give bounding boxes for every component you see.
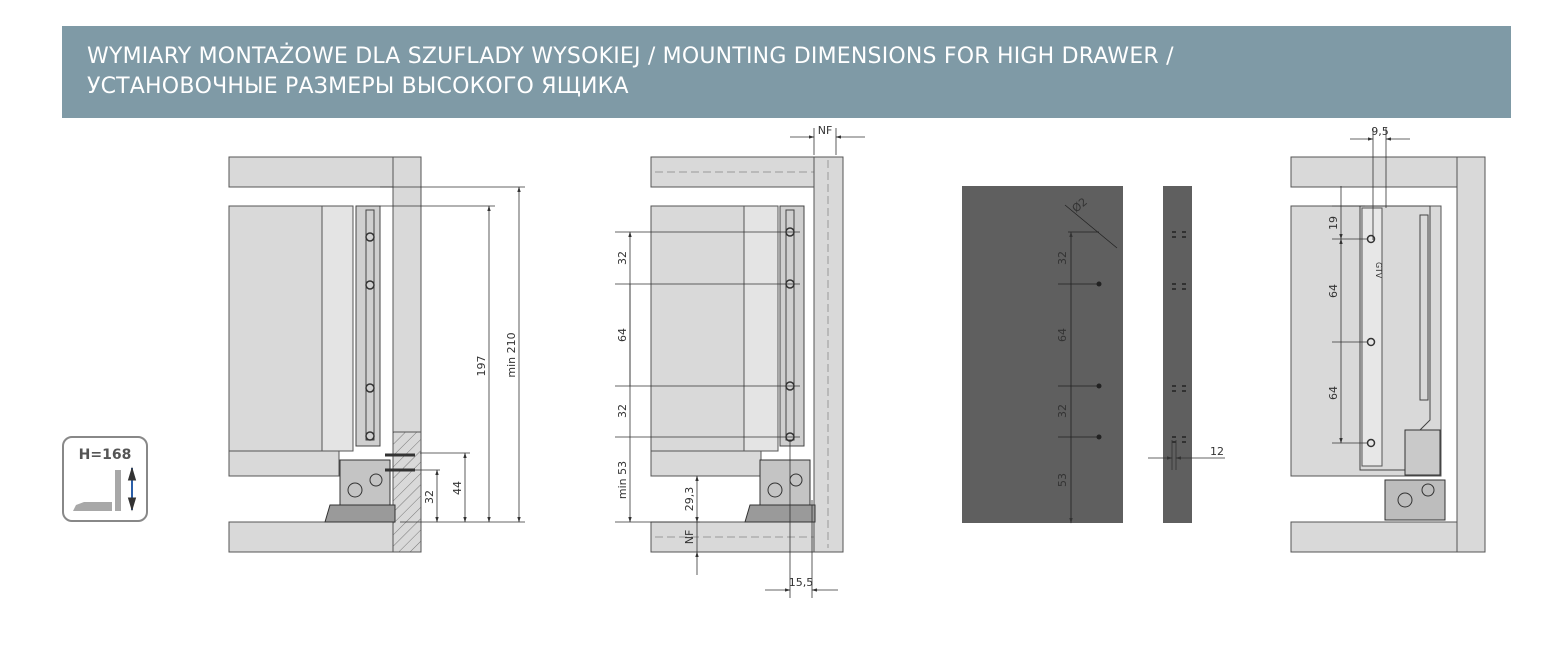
drawer-side-icon bbox=[73, 502, 112, 511]
dim-64: 64 bbox=[616, 328, 629, 342]
dim-197: 197 bbox=[475, 356, 488, 377]
dim-19: 19 bbox=[1327, 216, 1340, 230]
view-side-section-2: NF 32 64 32 min 53 29,3 NF 15,5 bbox=[615, 124, 865, 598]
dim-9-5: 9,5 bbox=[1371, 125, 1389, 138]
dim-32-top: 32 bbox=[616, 251, 629, 265]
view-side-section-1: min 210 197 44 32 bbox=[228, 156, 525, 553]
dim-32-bottom: 32 bbox=[1056, 404, 1069, 418]
drawer-wall-icon bbox=[115, 470, 121, 511]
badge-label: H=168 bbox=[79, 447, 132, 463]
dim-32: 32 bbox=[423, 490, 436, 504]
dim-15-5: 15,5 bbox=[789, 576, 814, 589]
dim-44: 44 bbox=[451, 481, 464, 495]
dim-53: 53 bbox=[1056, 473, 1069, 487]
header-title-line1: WYMIARY MONTAŻOWE DLA SZUFLADY WYSOKIEJ … bbox=[87, 44, 1174, 69]
header-banner: WYMIARY MONTAŻOWE DLA SZUFLADY WYSOKIEJ … bbox=[62, 26, 1511, 118]
header-title-line2: УСТАНОВОЧНЫЕ РАЗМЕРЫ ВЫСОКОГО ЯЩИКА bbox=[87, 74, 629, 99]
height-badge: H=168 bbox=[62, 436, 148, 522]
dim-min53: min 53 bbox=[616, 461, 629, 499]
dim-32-top: 32 bbox=[1056, 251, 1069, 265]
dim-12: 12 bbox=[1210, 445, 1224, 458]
dim-64-bottom: 64 bbox=[1327, 386, 1340, 400]
dim-29-3: 29,3 bbox=[683, 487, 696, 512]
dim-min210: min 210 bbox=[505, 332, 518, 377]
view-front-panel-edge: 12 bbox=[1148, 186, 1225, 523]
brand-mark: GTV bbox=[1374, 262, 1383, 279]
dim-64-top: 64 bbox=[1327, 284, 1340, 298]
dim-64: 64 bbox=[1056, 328, 1069, 342]
dim-nf-bottom: NF bbox=[683, 530, 696, 545]
view-front-panel-drilling: Ø2 32 64 32 53 bbox=[962, 186, 1123, 524]
dim-nf-top: NF bbox=[818, 124, 833, 137]
dim-32-bottom: 32 bbox=[616, 404, 629, 418]
view-side-rear: GTV 9,5 19 64 64 bbox=[1290, 125, 1486, 553]
